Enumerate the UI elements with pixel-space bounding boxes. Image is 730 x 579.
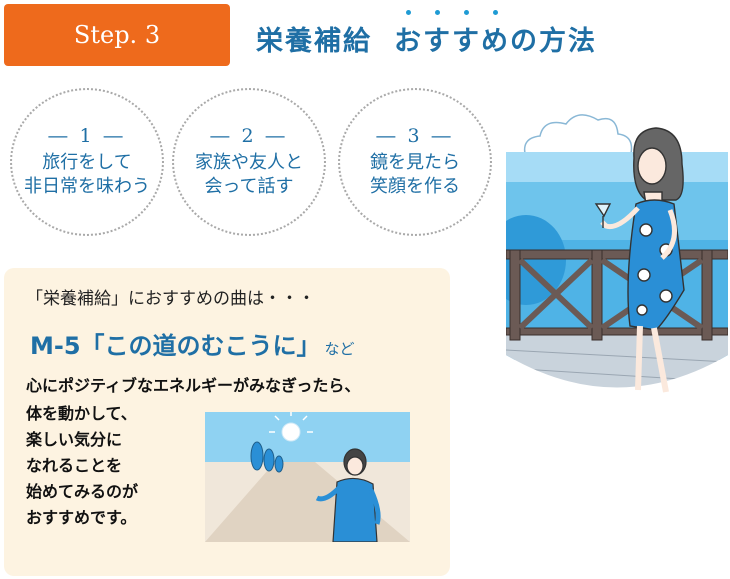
method-text: 鏡を見たら [370, 152, 460, 173]
method-text: 会って話す [204, 176, 294, 197]
method-circle-1: ― 1 ― 旅行をして 非日常を味わう [10, 88, 164, 236]
title-char: の [510, 25, 539, 57]
title-char: す [423, 9, 452, 58]
title-main: 栄養補給 [256, 25, 372, 57]
method-circle-2: ― 2 ― 家族や友人と 会って話す [172, 88, 326, 236]
body-text-line: 体を動かして、 [26, 404, 137, 423]
title-sub: お す す め の 方 法 [394, 9, 597, 58]
beach-illustration [506, 114, 728, 393]
method-number: ― 3 ― [376, 125, 454, 147]
method-text: 非日常を味わう [24, 176, 150, 197]
title-char: 方 [539, 25, 568, 57]
song-suffix: など [324, 340, 355, 358]
step-badge: Step. 3 [4, 4, 230, 66]
title-char: す [452, 9, 481, 58]
title-char: お [394, 9, 423, 58]
method-circle-3: ― 3 ― 鏡を見たら 笑顔を作る [338, 88, 492, 236]
step-label: Step. 3 [73, 21, 161, 49]
body-text-line: おすすめです。 [26, 508, 137, 527]
running-illustration [205, 412, 410, 542]
method-number: ― 1 ― [48, 125, 126, 147]
song-title: M-5「この道のむこうに」など [30, 326, 355, 361]
body-text-line: 始めてみるのが [26, 482, 139, 501]
body-text-line: 心にポジティブなエネルギーがみなぎったら、 [26, 376, 361, 395]
song-name: M-5「この道のむこうに」 [30, 332, 321, 360]
title-char: め [481, 9, 510, 58]
song-intro: 「栄養補給」におすすめの曲は・・・ [26, 289, 315, 309]
method-text: 笑顔を作る [370, 176, 460, 197]
method-text: 旅行をして [42, 152, 132, 173]
title-char: 法 [568, 25, 597, 57]
method-text: 家族や友人と [195, 152, 303, 173]
page-title: 栄養補給 お す す め の 方 法 [256, 9, 597, 62]
body-text-line: なれることを [26, 456, 123, 475]
method-number: ― 2 ― [210, 125, 288, 147]
body-text-line: 楽しい気分に [26, 430, 123, 449]
